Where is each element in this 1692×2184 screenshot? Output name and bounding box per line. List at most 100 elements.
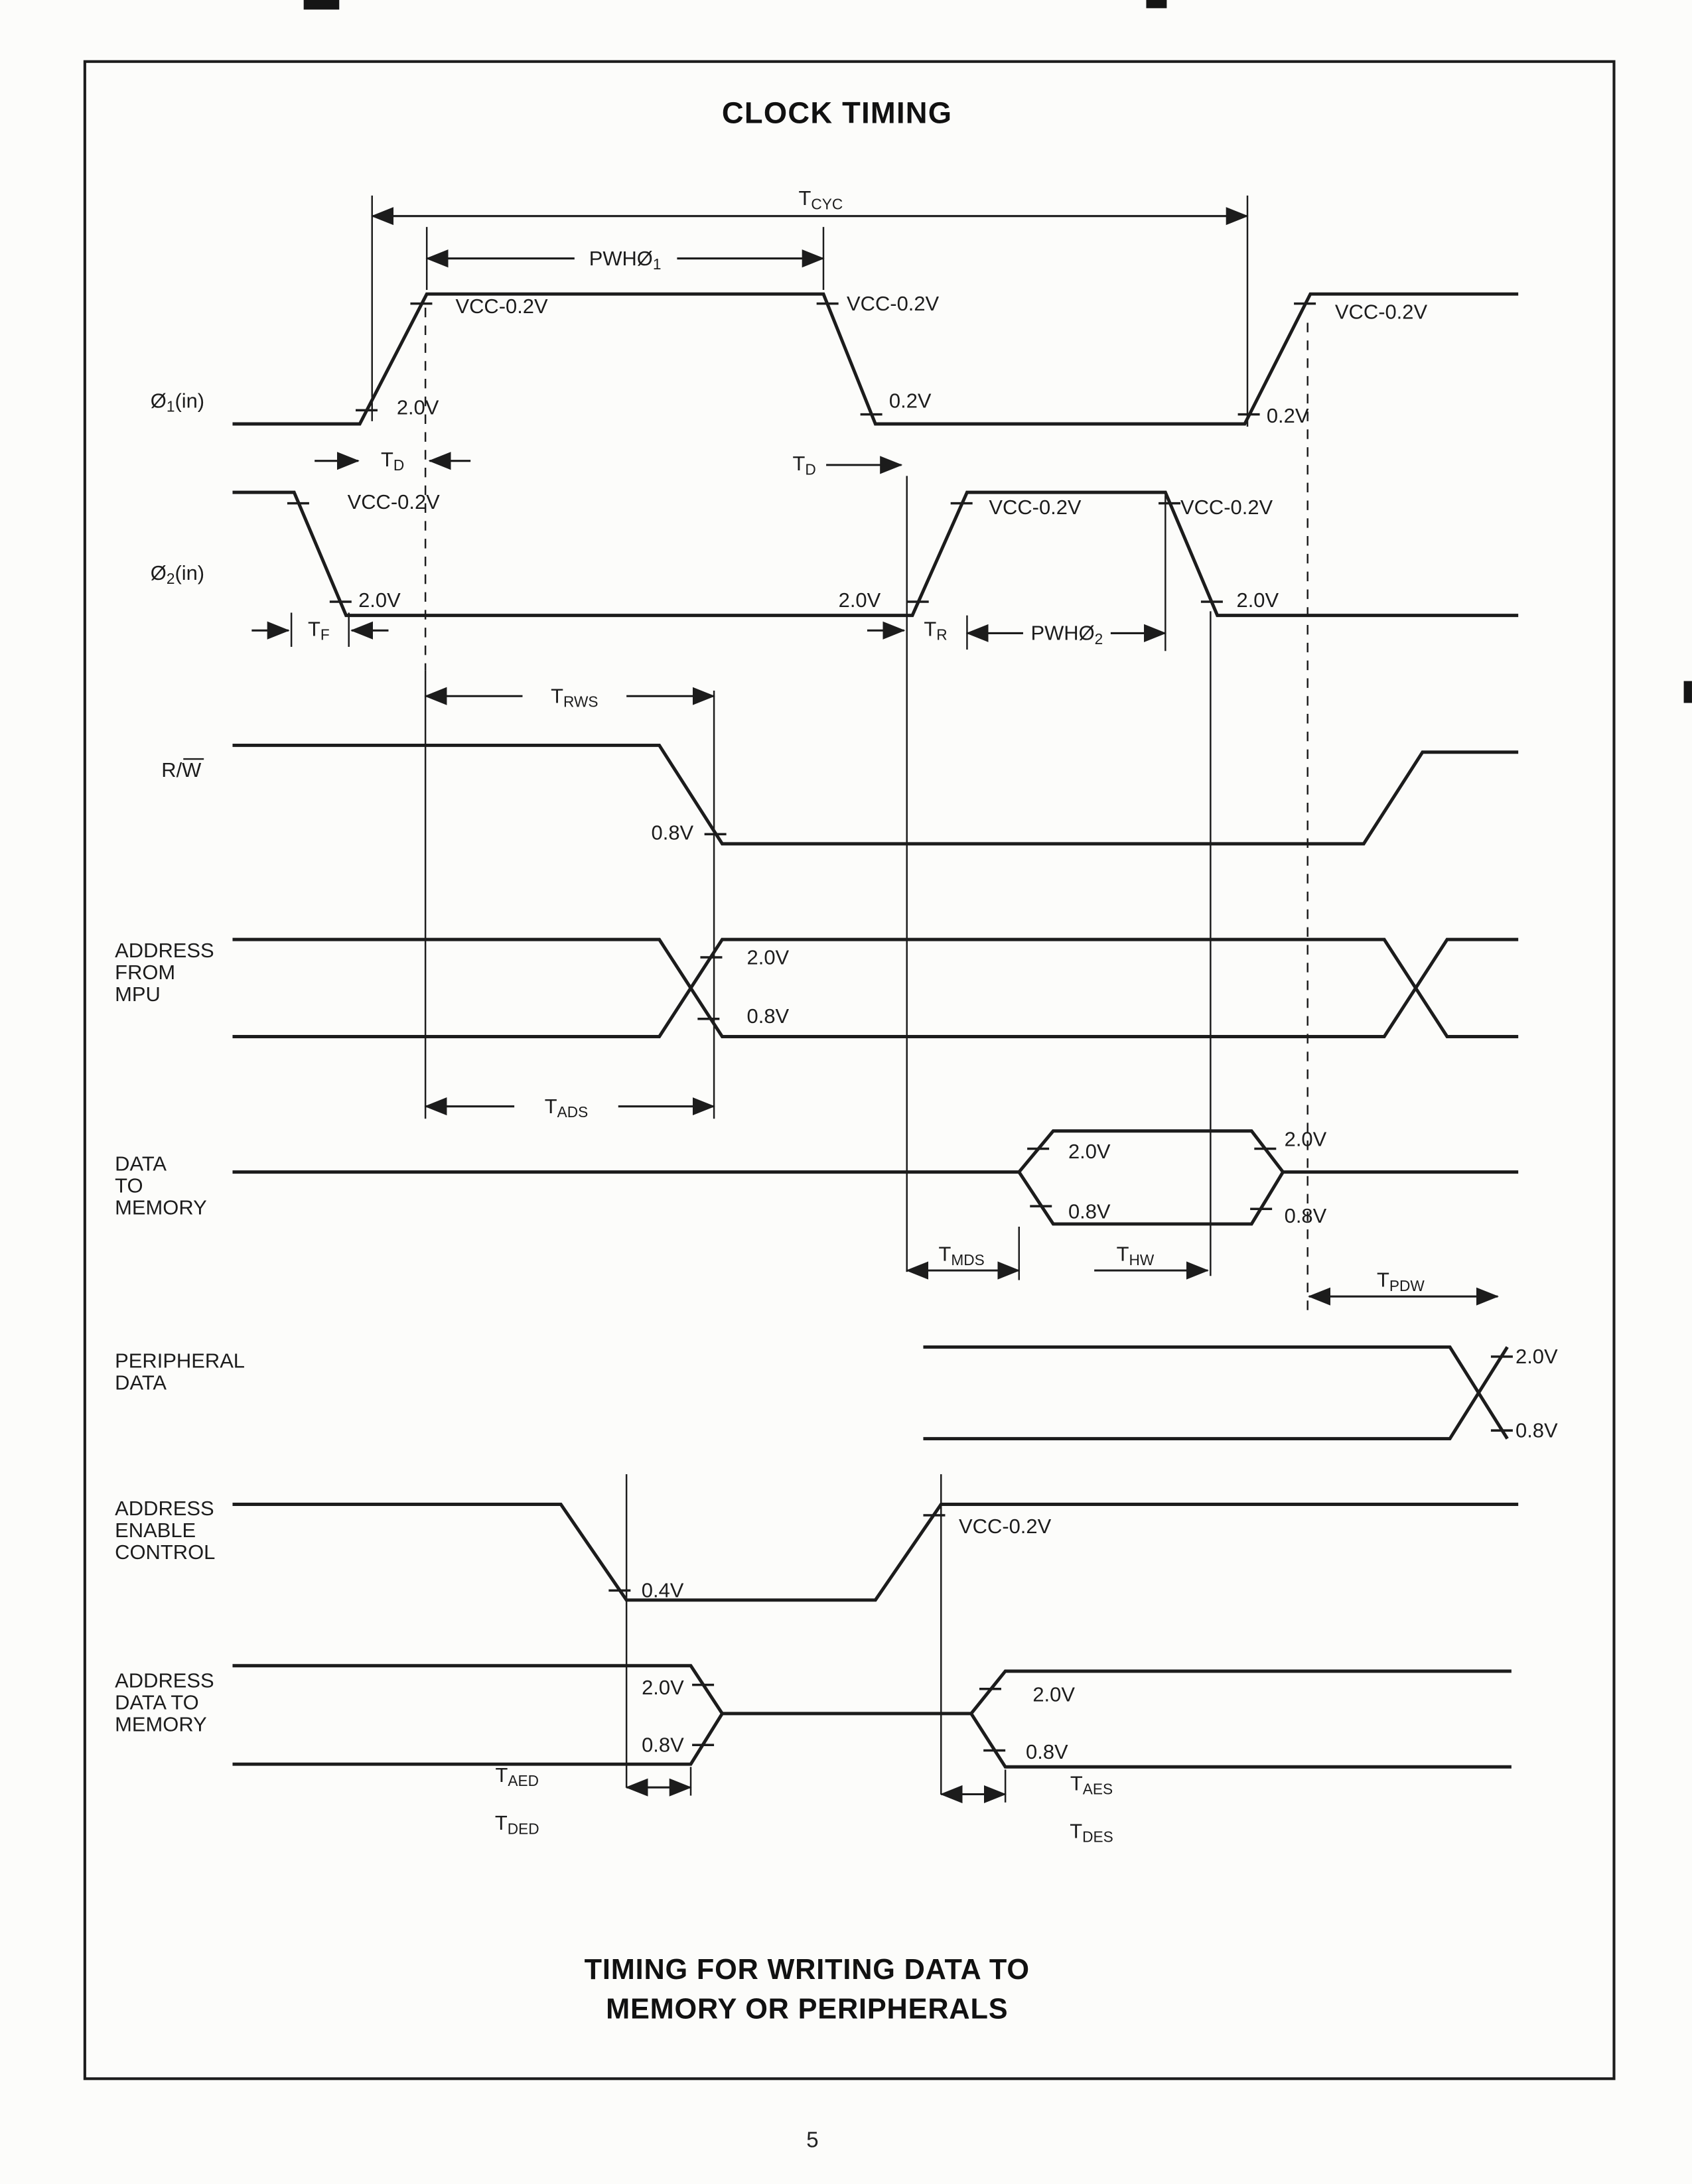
- tmds-measure: TMDS: [906, 1227, 1021, 1280]
- address-data-to-memory-row: 2.0V 0.8V 2.0V 0.8V ADDRESS DATA TO MEMO…: [115, 1664, 1512, 1769]
- taes-label: TAES: [1070, 1771, 1113, 1797]
- phi1-signal-label: Ø1(in): [151, 389, 204, 415]
- adm-v20-label-right: 2.0V: [1032, 1682, 1075, 1706]
- tads-measure: TADS: [424, 1095, 715, 1121]
- phi1-row: 2.0V VCC-0.2V VCC-0.2V 0.2V 0.2V VCC-0.2…: [151, 292, 1519, 427]
- address-from-mpu-row: 2.0V 0.8V ADDRESS FROM MPU: [115, 937, 1519, 1038]
- peripheral-data-label-1: PERIPHERAL: [115, 1349, 245, 1372]
- address-from-mpu-label-2: FROM: [115, 961, 175, 984]
- adm-label-3: MEMORY: [115, 1713, 207, 1736]
- tf-label: TF: [308, 618, 330, 644]
- pwh-phi1-measure: PWHØ1: [425, 227, 825, 291]
- address-bus-line-b: [232, 937, 1519, 1038]
- address-v08-label: 0.8V: [747, 1004, 790, 1028]
- data-v20-label-right: 2.0V: [1285, 1127, 1327, 1150]
- pwh2-label: PWHØ2: [1031, 622, 1103, 648]
- aec-label-3: CONTROL: [115, 1540, 215, 1564]
- peripheral-v08-label: 0.8V: [1516, 1418, 1558, 1442]
- tmds-label: TMDS: [939, 1243, 985, 1268]
- phi2-vcc-label-2: VCC-0.2V: [989, 496, 1082, 519]
- phi2-v20-label-3: 2.0V: [1237, 588, 1279, 612]
- phi2-waveform: [232, 490, 1519, 618]
- data-to-memory-label-1: DATA: [115, 1152, 167, 1176]
- phi1-vcc-label-2: VCC-0.2V: [847, 292, 940, 315]
- tpdw-label: TPDW: [1377, 1268, 1425, 1294]
- footer-title-line-2: MEMORY OR PERIPHERALS: [606, 1994, 1008, 2025]
- thw-label: THW: [1117, 1243, 1155, 1268]
- data-to-memory-label-2: TO: [115, 1174, 143, 1197]
- scan-artifact: [1146, 0, 1167, 9]
- peripheral-bus-line-b: [923, 1346, 1509, 1441]
- address-from-mpu-label-1: ADDRESS: [115, 939, 214, 962]
- rw-signal-label: R/W: [161, 758, 202, 782]
- pwh-phi2-measure: PWHØ2: [965, 615, 1167, 650]
- phi2-v20-label-2: 2.0V: [839, 588, 881, 612]
- data-valid-bottom: [1017, 1171, 1285, 1226]
- phi2-signal-label: Ø2(in): [151, 561, 204, 587]
- phi2-vcc-label-1: VCC-0.2V: [348, 490, 441, 513]
- scan-artifact: [303, 0, 340, 10]
- phi1-vcc-label-3: VCC-0.2V: [1335, 300, 1428, 323]
- adm-bus-bottom-right: [969, 1712, 1512, 1769]
- td-right-label: TD: [792, 452, 815, 478]
- pwh1-label: PWHØ1: [589, 247, 662, 273]
- tcyc-measure: TCYC: [371, 186, 1249, 427]
- peripheral-data-label-2: DATA: [115, 1371, 167, 1394]
- adm-bus-top-left: [232, 1664, 724, 1715]
- page-title: CLOCK TIMING: [722, 96, 952, 130]
- aec-vcc-label: VCC-0.2V: [959, 1515, 1052, 1538]
- data-v08-label-left: 0.8V: [1068, 1200, 1111, 1223]
- address-enable-control-row: 0.4V VCC-0.2V ADDRESS ENABLE CONTROL: [115, 1497, 1519, 1602]
- address-from-mpu-label-3: MPU: [115, 983, 161, 1006]
- adm-v08-label-left: 0.8V: [642, 1734, 684, 1757]
- phi2-row: VCC-0.2V 2.0V 2.0V VCC-0.2V VCC-0.2V 2.0…: [151, 490, 1519, 618]
- rw-v08-label: 0.8V: [652, 821, 694, 845]
- tdes-label: TDES: [1070, 1819, 1113, 1845]
- phi1-vcc-label-1: VCC-0.2V: [455, 295, 548, 318]
- phi1-waveform: [232, 292, 1519, 426]
- adm-label-2: DATA TO: [115, 1691, 199, 1714]
- tpdw-measure: TPDW: [1308, 1268, 1499, 1306]
- peripheral-v20-label: 2.0V: [1516, 1345, 1558, 1368]
- aec-label-1: ADDRESS: [115, 1497, 214, 1520]
- guide-lines: [424, 307, 1308, 1795]
- trws-label: TRWS: [551, 685, 598, 711]
- data-v08-label-right: 0.8V: [1285, 1204, 1327, 1227]
- phi2-v20-label-1: 2.0V: [358, 588, 401, 612]
- trws-measure: TRWS: [424, 685, 715, 711]
- adm-bus-bottom-left: [232, 1712, 724, 1766]
- data-to-memory-row: 2.0V 0.8V 2.0V 0.8V DATA TO MEMORY: [115, 1127, 1519, 1227]
- aec-waveform: [232, 1503, 1519, 1602]
- td-left-measure: TD: [315, 448, 471, 474]
- tded-label: TDED: [495, 1811, 539, 1837]
- address-bus-line-a: [232, 937, 1519, 1038]
- footer-title-line-1: TIMING FOR WRITING DATA TO: [585, 1954, 1030, 1986]
- aec-label-2: ENABLE: [115, 1519, 196, 1542]
- taes-measure: TAES TDES: [940, 1769, 1113, 1846]
- td-right-measure: TD: [792, 452, 903, 478]
- tf-measure: TF: [251, 612, 389, 648]
- td-left-label: TD: [381, 448, 404, 474]
- phi1-v02-label-1: 0.2V: [889, 389, 932, 412]
- taed-label: TAED: [495, 1763, 538, 1789]
- address-v20-label: 2.0V: [747, 945, 790, 969]
- peripheral-data-row: 2.0V 0.8V PERIPHERAL DATA: [115, 1345, 1558, 1442]
- rw-row: 0.8V R/W: [161, 743, 1519, 846]
- thw-measure: THW: [1094, 1243, 1209, 1280]
- tads-label: TADS: [545, 1095, 588, 1121]
- tcyc-label: TCYC: [798, 186, 843, 212]
- tr-measure: TR: [867, 618, 948, 644]
- phi1-v02-label-2: 0.2V: [1267, 404, 1309, 427]
- taed-measure: TAED TDED: [495, 1763, 692, 1837]
- data-valid-top: [1017, 1129, 1285, 1174]
- page-border: [83, 60, 1616, 2081]
- adm-v20-label-left: 2.0V: [642, 1676, 684, 1699]
- tr-label: TR: [924, 618, 947, 644]
- adm-label-1: ADDRESS: [115, 1669, 214, 1692]
- data-v20-label-left: 2.0V: [1068, 1140, 1111, 1163]
- adm-bus-top-right: [969, 1669, 1512, 1715]
- phi1-v20-label: 2.0V: [397, 396, 439, 419]
- phi2-vcc-label-3: VCC-0.2V: [1180, 496, 1273, 519]
